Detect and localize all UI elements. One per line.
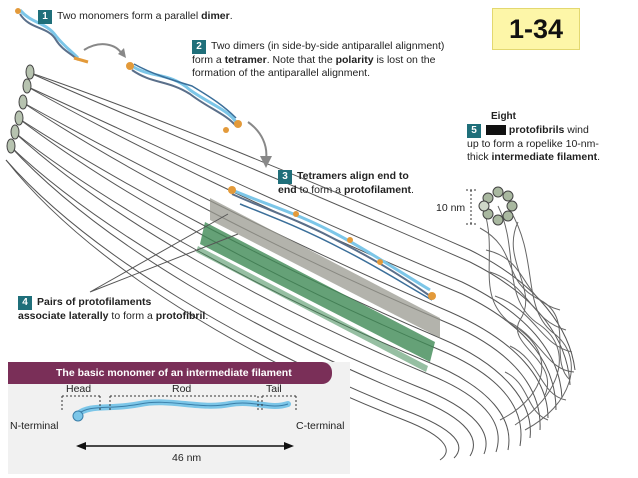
step-3-end: . [411, 184, 414, 196]
step-5-line2: up to form a ropelike 10-nm- [467, 138, 599, 150]
scale-bracket [466, 189, 476, 225]
step-1-text: Two monomers form a parallel [57, 10, 202, 22]
step-2-badge: 2 [192, 40, 206, 54]
tail-label: Tail [266, 383, 282, 395]
protofibril-band [200, 222, 435, 362]
step-3-bold-a: Tetramers align end to [297, 170, 409, 182]
step-5: Eight 5 Four protofibrils wind up to form… [467, 110, 617, 164]
step-2-tetramer: tetramer [224, 54, 267, 66]
step-4: 4 Pairs of protofilaments associate later… [18, 296, 218, 323]
step-2-line3: formation of the antiparallel alignment. [192, 67, 371, 79]
step-5-protofibrils: protofibrils [508, 124, 565, 136]
cross-section-icon [478, 186, 518, 226]
tetramer-molecule [126, 62, 242, 133]
rope-filament [479, 205, 575, 431]
step-3-protofilament: protofilament [343, 184, 412, 196]
n-terminal-label: N-terminal [10, 420, 59, 432]
step-5-correction: Eight [491, 111, 516, 122]
step-1-badge: 1 [38, 10, 52, 24]
step-3: 3 Tetramers align end to end to form a pr… [278, 170, 418, 197]
step-4-badge: 4 [18, 296, 32, 310]
step-5-wind: wind [564, 124, 589, 136]
arrow-1-2 [83, 43, 123, 55]
step-5-badge: 5 [467, 124, 481, 138]
step-4-bold-a: Pairs of protofilaments [37, 296, 152, 308]
step-4-associate: associate laterally [18, 310, 109, 322]
step-3-bold-b: end [278, 184, 297, 196]
rod-label: Rod [172, 383, 192, 395]
step-1-bold: dimer [201, 10, 230, 22]
step-2: 2 Two dimers (in side-by-side antiparalle… [192, 40, 452, 80]
step-2-line1: Two dimers (in side-by-side antiparallel… [211, 40, 445, 52]
step-2-line2a: form a [192, 54, 225, 66]
length-label: 46 nm [172, 452, 202, 464]
step-2-line2c: is lost on the [373, 54, 436, 66]
step-4-end: . [205, 310, 209, 322]
step-2-polarity: polarity [335, 54, 374, 66]
c-terminal-label: C-terminal [296, 420, 345, 432]
step-5-intermediate-filament: intermediate filament [491, 151, 598, 163]
step-4-protofibril: protofibril [155, 310, 206, 322]
protofilament-molecule [228, 186, 436, 301]
head-label: Head [66, 383, 92, 395]
arrow-2-3 [247, 121, 268, 161]
step-3-badge: 3 [278, 170, 292, 184]
strand-ends [6, 64, 35, 154]
monomer-header: The basic monomer of an intermediate fil… [8, 362, 332, 384]
step-1-end: . [229, 10, 233, 22]
figure-number: 1-34 [492, 8, 580, 50]
step-5-thick: thick [467, 151, 492, 163]
step-4-text: to form a [108, 310, 156, 322]
step-2-line2b: . Note that the [266, 54, 336, 66]
pointer-lines [89, 213, 239, 293]
step-5-redacted: Four [486, 125, 506, 135]
step-3-text: to form a [296, 184, 344, 196]
scale-label: 10 nm [436, 202, 466, 214]
protofilament-band [210, 198, 440, 338]
step-1: 1 Two monomers form a parallel dimer. [38, 10, 233, 24]
step-5-end: . [597, 151, 601, 163]
dimer-molecule [15, 8, 89, 64]
